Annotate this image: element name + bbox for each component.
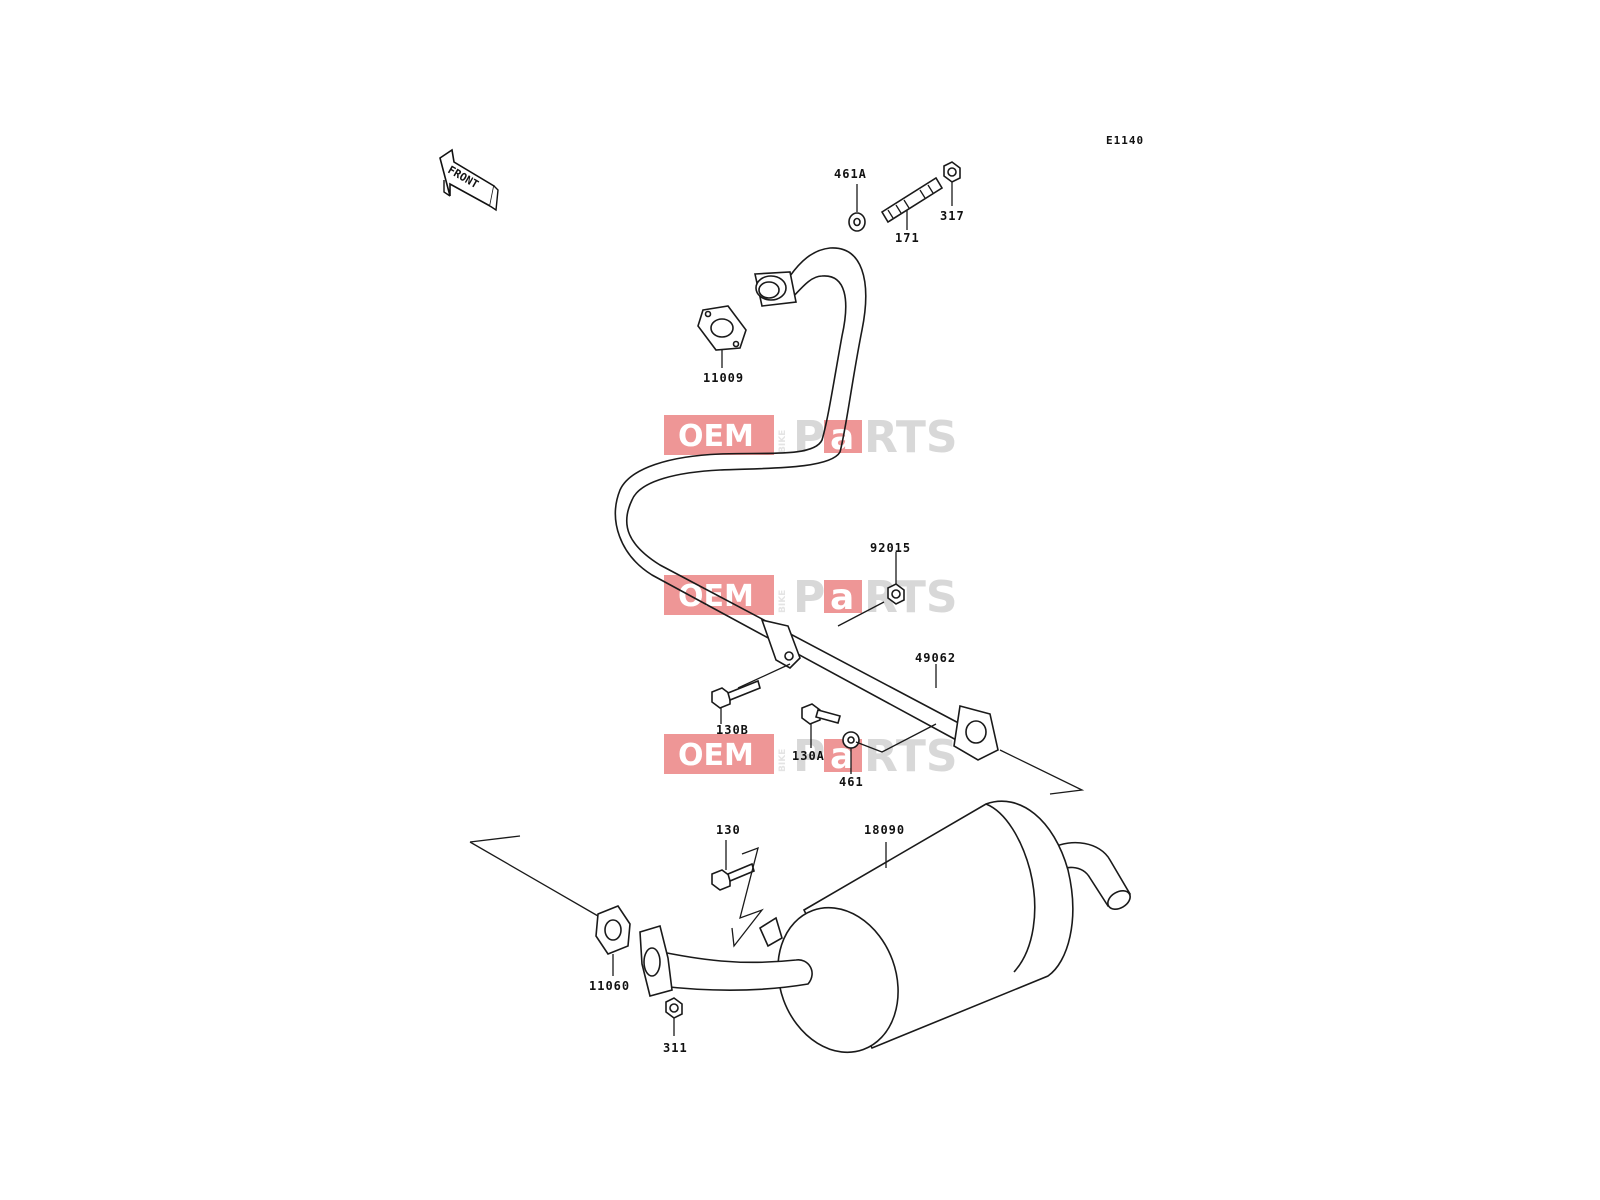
gasket-11060[interactable] <box>595 905 631 955</box>
label-130b[interactable]: 130B <box>716 723 749 737</box>
svg-text:OEM: OEM <box>678 738 754 773</box>
svg-text:a: a <box>830 417 854 458</box>
label-461[interactable]: 461 <box>839 775 864 789</box>
connector-gasket-11060 <box>469 835 599 917</box>
svg-text:P: P <box>793 572 825 623</box>
svg-text:a: a <box>830 577 854 618</box>
label-317[interactable]: 317 <box>940 209 965 223</box>
connector-bolt-130 <box>731 846 764 948</box>
svg-text:BIKE: BIKE <box>778 749 788 772</box>
label-171[interactable]: 171 <box>895 231 920 245</box>
muffler-18090[interactable] <box>639 800 1133 1069</box>
washer-461a[interactable] <box>848 212 866 232</box>
bolt-130a[interactable] <box>801 703 841 725</box>
svg-text:RTS: RTS <box>864 731 958 782</box>
label-18090[interactable]: 18090 <box>864 823 905 837</box>
connector-pipe-to-muffler <box>999 749 1085 795</box>
exhaust-pipe-49062[interactable] <box>614 247 999 761</box>
label-11009[interactable]: 11009 <box>703 371 744 385</box>
front-arrow-icon: FRONT <box>439 148 499 212</box>
svg-text:RTS: RTS <box>864 412 958 463</box>
watermark-2: OEM BIKE P a RTS <box>664 572 958 623</box>
bolt-130[interactable] <box>711 862 755 891</box>
leader-130b-to-bracket <box>737 663 791 689</box>
svg-text:P: P <box>793 412 825 463</box>
svg-text:RTS: RTS <box>864 572 958 623</box>
gasket-11009[interactable] <box>697 305 747 351</box>
nut-317[interactable] <box>943 161 961 183</box>
nut-311[interactable] <box>665 997 683 1019</box>
washer-461[interactable] <box>842 731 860 749</box>
svg-text:OEM: OEM <box>678 419 754 454</box>
bolt-130b[interactable] <box>711 679 761 709</box>
leader-461-to-flange <box>855 723 937 753</box>
label-130a[interactable]: 130A <box>792 749 825 763</box>
label-92015[interactable]: 92015 <box>870 541 911 555</box>
label-11060[interactable]: 11060 <box>589 979 630 993</box>
drawing-code: E1140 <box>1106 134 1144 147</box>
label-49062[interactable]: 49062 <box>915 651 956 665</box>
label-130[interactable]: 130 <box>716 823 741 837</box>
stud-171[interactable] <box>880 176 944 224</box>
label-311[interactable]: 311 <box>663 1041 688 1055</box>
svg-text:BIKE: BIKE <box>778 590 788 613</box>
svg-text:P: P <box>793 731 825 782</box>
leader-92015-pipe <box>837 601 885 627</box>
label-461a[interactable]: 461A <box>834 167 867 181</box>
svg-text:BIKE: BIKE <box>778 430 788 453</box>
